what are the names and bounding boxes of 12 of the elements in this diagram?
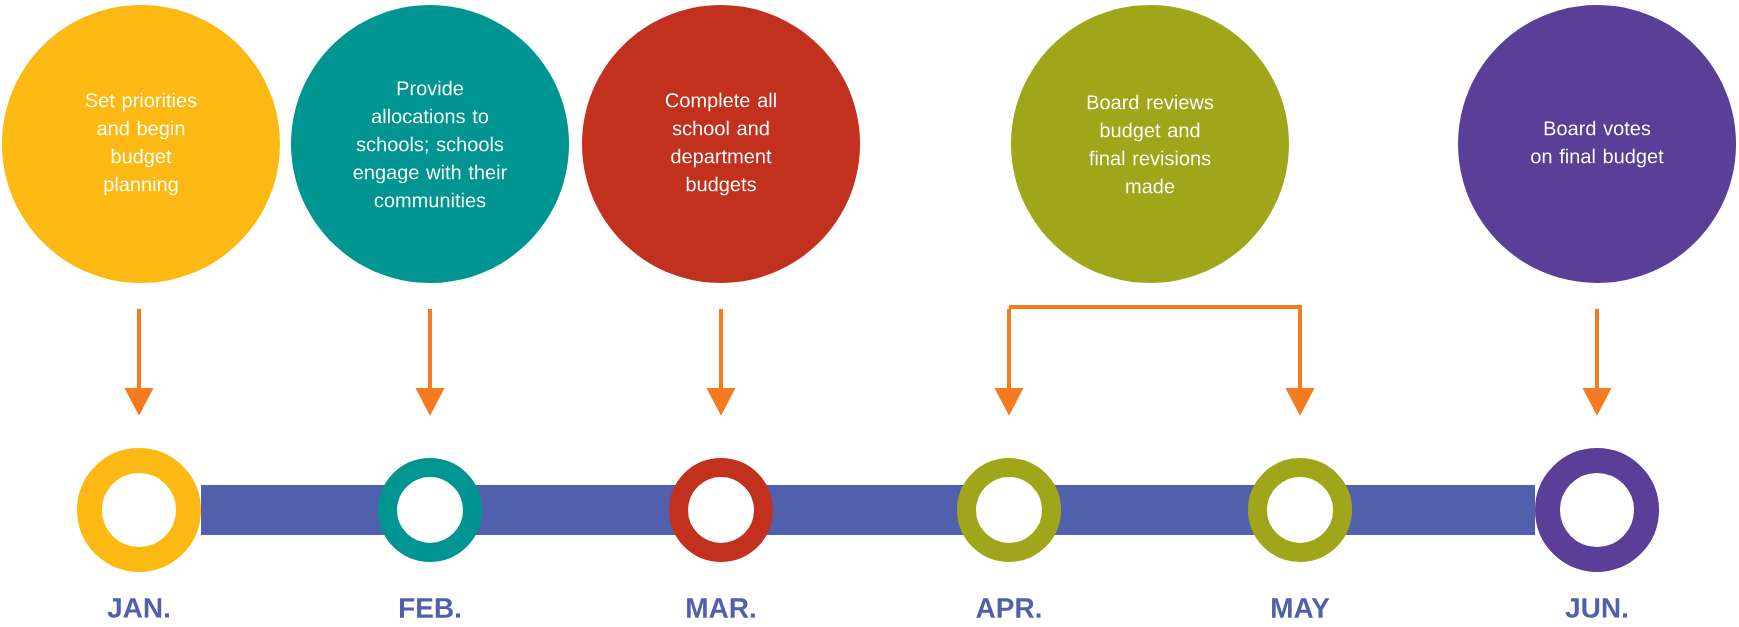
milestone-ring — [669, 458, 773, 562]
milestone-ring — [957, 458, 1061, 562]
month-label: MAY — [1272, 598, 1330, 618]
month-label: JUN. — [1565, 598, 1627, 618]
milestone-ring — [77, 448, 201, 572]
milestone-ring — [1248, 458, 1352, 562]
month-label: JAN. — [107, 598, 169, 618]
milestone-ring — [1535, 448, 1659, 572]
month-label: MAR. — [687, 598, 755, 618]
milestone-ring — [378, 458, 482, 562]
month-label: APR. — [976, 598, 1041, 618]
month-label: FEB. — [400, 598, 460, 618]
